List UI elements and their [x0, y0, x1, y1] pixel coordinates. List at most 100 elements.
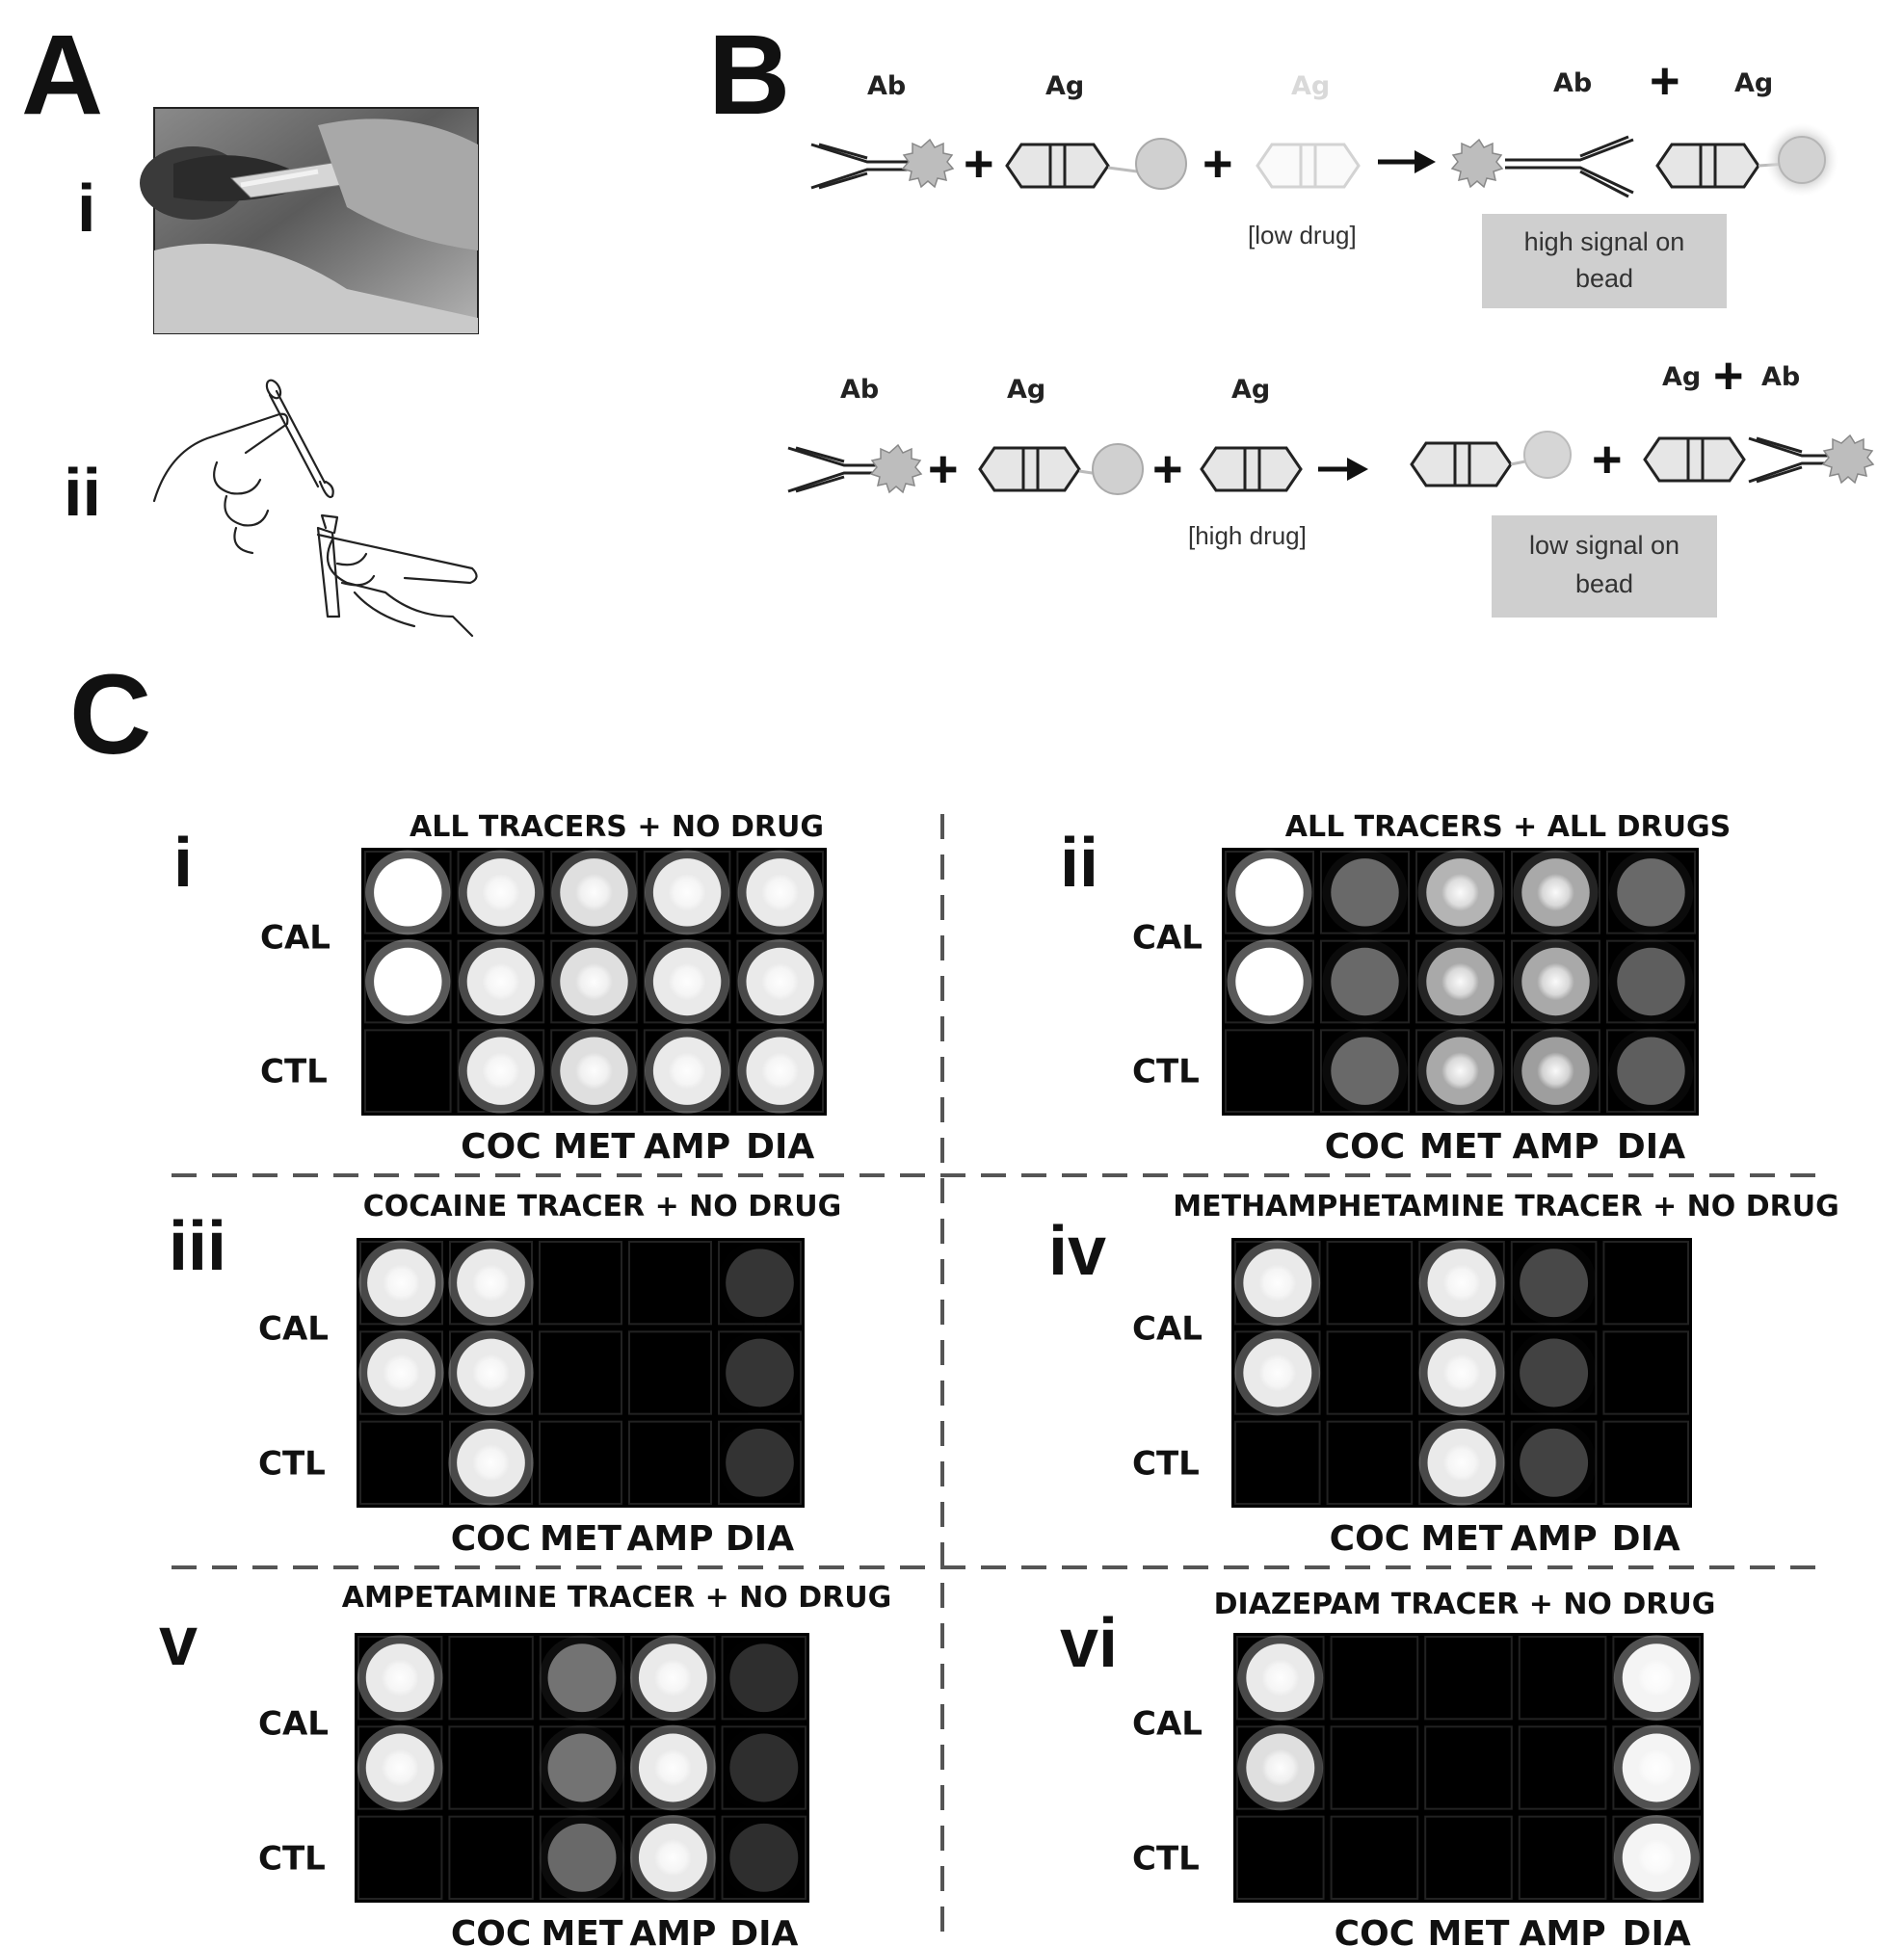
well-cell [628, 1420, 712, 1505]
bead-spot [1617, 858, 1685, 927]
well-cell [357, 1636, 443, 1721]
column-label-amp: AMP [629, 1914, 716, 1946]
bead-spot [1617, 1037, 1685, 1105]
bead-spot [1520, 1338, 1589, 1407]
column-label-dia: DIA [1617, 1127, 1685, 1167]
bead-spot [547, 1733, 617, 1802]
well-cell [736, 851, 825, 934]
arrow-icon [1378, 150, 1436, 173]
bead-spot [1331, 858, 1399, 927]
antibody-icon [787, 446, 882, 493]
plus-icon: + [1592, 431, 1623, 488]
grid-title: DIAZEPAM TRACER + NO DRUG [1214, 1588, 1716, 1621]
bead-highlight [761, 962, 800, 1001]
row-label-ctl: CTL [258, 1839, 326, 1878]
well-cell [457, 939, 545, 1024]
result-label-ag: Ag [1662, 362, 1701, 392]
high-signal-line1: high signal on [1524, 227, 1685, 256]
bead-spot [729, 1823, 799, 1892]
well-cell [364, 1029, 452, 1114]
bead-highlight [668, 873, 706, 911]
bead-spot [547, 1644, 617, 1713]
column-label-met: MET [553, 1127, 635, 1167]
bead-highlight [761, 873, 800, 911]
reaction-low-drug: Ab Ag Ag + + [810, 52, 1838, 308]
label-ab: Ab [867, 71, 906, 101]
well-cell [1510, 1241, 1598, 1326]
well-cell [1510, 1330, 1598, 1415]
column-label-amp: AMP [1512, 1127, 1599, 1167]
well-cell [1424, 1815, 1513, 1900]
well-cell [359, 1420, 443, 1505]
antibody-icon [1748, 436, 1836, 484]
column-label-coc: COC [461, 1127, 541, 1167]
result-label-ab: Ab [1761, 362, 1800, 392]
well-cell [721, 1725, 807, 1810]
panel-a-sub-i: i [77, 171, 95, 246]
well-cell [1320, 939, 1410, 1024]
column-label-met: MET [540, 1519, 621, 1559]
column-label-coc: COC [451, 1914, 531, 1946]
panel-c-letter: C [69, 651, 151, 778]
panel-a-letter: A [21, 12, 103, 139]
well-cell [359, 1241, 443, 1326]
well-cell [1326, 1330, 1414, 1415]
result-label-ab: Ab [1553, 68, 1592, 98]
bead-spot [547, 1823, 617, 1892]
bead-spot [1331, 1037, 1399, 1105]
well-cell [643, 1029, 731, 1114]
well-cell [1415, 1029, 1505, 1114]
well-cell [1606, 1029, 1696, 1114]
bead-highlight [388, 873, 427, 911]
free-drug-icon [1256, 143, 1361, 189]
well-cell [1225, 939, 1314, 1024]
grid-number-label: ii [1060, 825, 1098, 902]
plus-icon: + [1203, 135, 1233, 193]
bead-highlight [1251, 962, 1288, 1001]
reaction-high-drug: Ab Ag Ag + + [787, 347, 1875, 618]
bead-highlight [653, 1838, 692, 1877]
bead-highlight [1258, 1264, 1297, 1302]
tracer-star-icon [901, 138, 955, 189]
bead-highlight [472, 1264, 510, 1302]
well-cell [1330, 1636, 1419, 1721]
well-cell [643, 851, 731, 934]
bead-spot [726, 1428, 794, 1497]
well-cell [1225, 851, 1314, 934]
label-free-ag: Ag [1231, 375, 1270, 405]
well-cell [1236, 1815, 1325, 1900]
bead-highlight [575, 873, 613, 911]
well-cell [1602, 1241, 1690, 1326]
antibody-icon [1505, 135, 1634, 198]
free-drug-icon [1200, 446, 1303, 492]
well-cell [643, 939, 731, 1024]
well-cell [539, 1725, 625, 1810]
well-cell [1236, 1725, 1325, 1810]
well-cell [457, 1029, 545, 1114]
well-cell [1602, 1420, 1690, 1505]
tracer-star-icon [1821, 434, 1875, 485]
bead-highlight [388, 962, 427, 1001]
bead-highlight [482, 962, 520, 1001]
label-ab: Ab [840, 375, 879, 405]
dashed-dividers [172, 814, 1831, 1946]
well-cell [357, 1725, 443, 1810]
grid-number-label: v [159, 1603, 198, 1680]
row-label-cal: CAL [1132, 1309, 1203, 1348]
well-cell [539, 1815, 625, 1900]
grid-number-label: iii [169, 1208, 226, 1285]
column-label-coc: COC [1330, 1519, 1410, 1559]
bead-spot [1617, 947, 1685, 1016]
bead-highlight [1441, 1052, 1479, 1091]
column-label-dia: DIA [1612, 1519, 1680, 1559]
column-label-coc: COC [451, 1519, 531, 1559]
grid-title: AMPETAMINE TRACER + NO DRUG [342, 1581, 891, 1615]
bead-spot [1520, 1249, 1589, 1318]
well-cell [1234, 1241, 1321, 1326]
well-cell [1330, 1725, 1419, 1810]
